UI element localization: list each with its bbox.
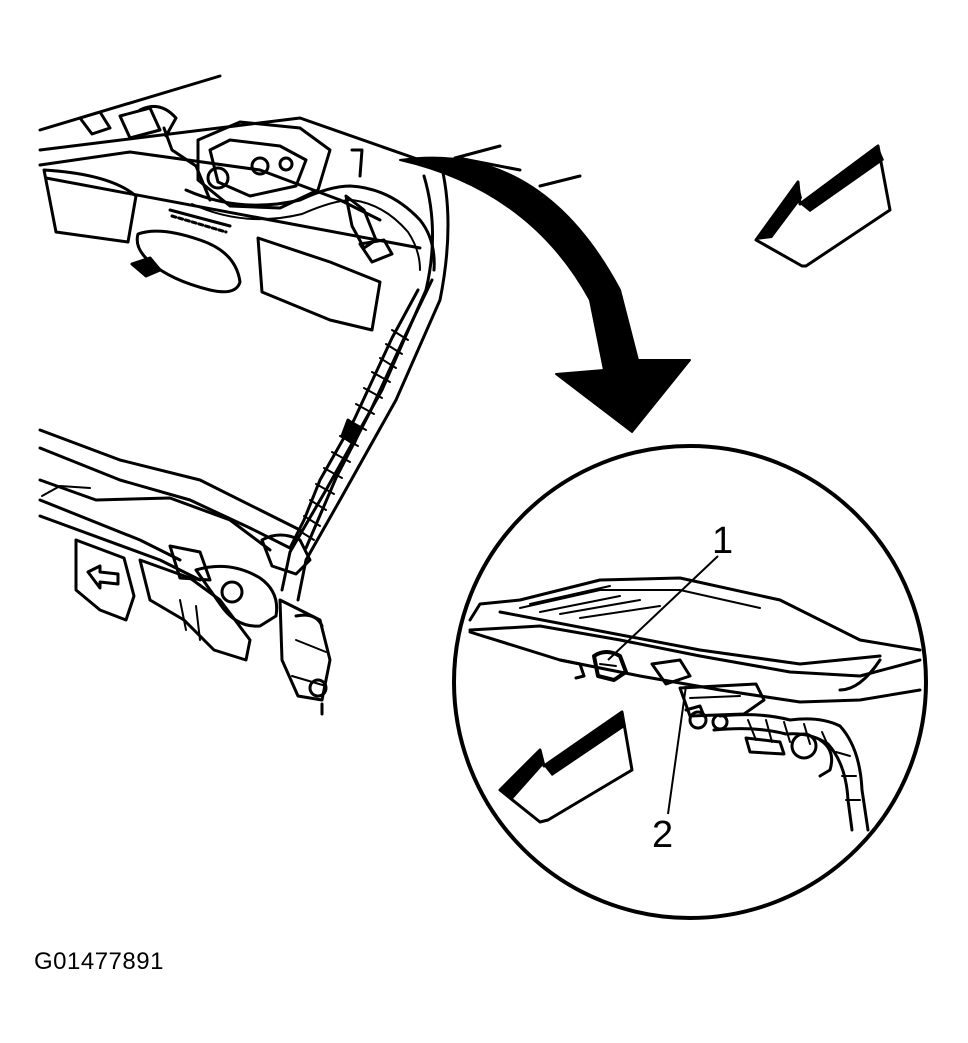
- a-pillar-harness: [280, 158, 450, 602]
- callout-label-1: 1: [712, 520, 734, 562]
- detail-harness: [718, 713, 870, 832]
- left-sun-visor: [42, 168, 138, 244]
- forward-direction-arrow-icon: [754, 144, 892, 268]
- detail-forward-arrow-icon: [498, 710, 634, 824]
- overhead-console: [196, 120, 332, 210]
- roof-panel-line: [38, 116, 422, 162]
- vehicle-roof-view: [38, 74, 582, 716]
- header-trim: [468, 576, 922, 652]
- detail-view: [468, 576, 922, 832]
- module-2: [650, 658, 692, 686]
- windshield-header: [38, 150, 382, 222]
- figure-id: G01477891: [34, 948, 164, 975]
- panel-arrow: [86, 564, 120, 590]
- leader-line-2: [667, 685, 687, 815]
- header-harness: [184, 184, 436, 272]
- lower-panel: [74, 538, 136, 622]
- detail-view-arrow-icon: [399, 156, 691, 433]
- callout-label-2: 2: [652, 814, 674, 856]
- roof-front-edge: [38, 74, 222, 132]
- right-sun-visor: [256, 236, 382, 332]
- connector-1: [592, 650, 628, 682]
- dash-top: [38, 428, 302, 532]
- detail-circle: [452, 444, 928, 920]
- leader-line-1: [607, 555, 719, 661]
